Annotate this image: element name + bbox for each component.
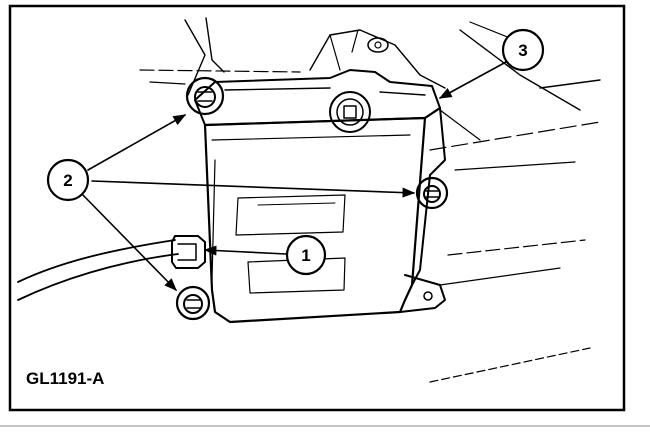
- figure-id-label: GL1191-A: [26, 369, 104, 388]
- callout-1: 1: [285, 234, 327, 276]
- background-structure: [139, 17, 601, 383]
- actuator-body: [171, 69, 446, 324]
- wire-harness: [17, 239, 179, 301]
- mounting-screw-bottom-left: [175, 285, 211, 321]
- callout-2-label: 2: [63, 171, 72, 190]
- leader-lines: [79, 61, 507, 291]
- callout-1-label: 1: [301, 246, 310, 265]
- callout-2: 2: [46, 158, 90, 202]
- mounting-screw-top-left: [185, 76, 225, 116]
- figure-frame: [8, 4, 626, 412]
- callout-3: 3: [501, 28, 545, 72]
- callout-3-label: 3: [518, 41, 527, 60]
- mounting-screw-right: [415, 176, 449, 210]
